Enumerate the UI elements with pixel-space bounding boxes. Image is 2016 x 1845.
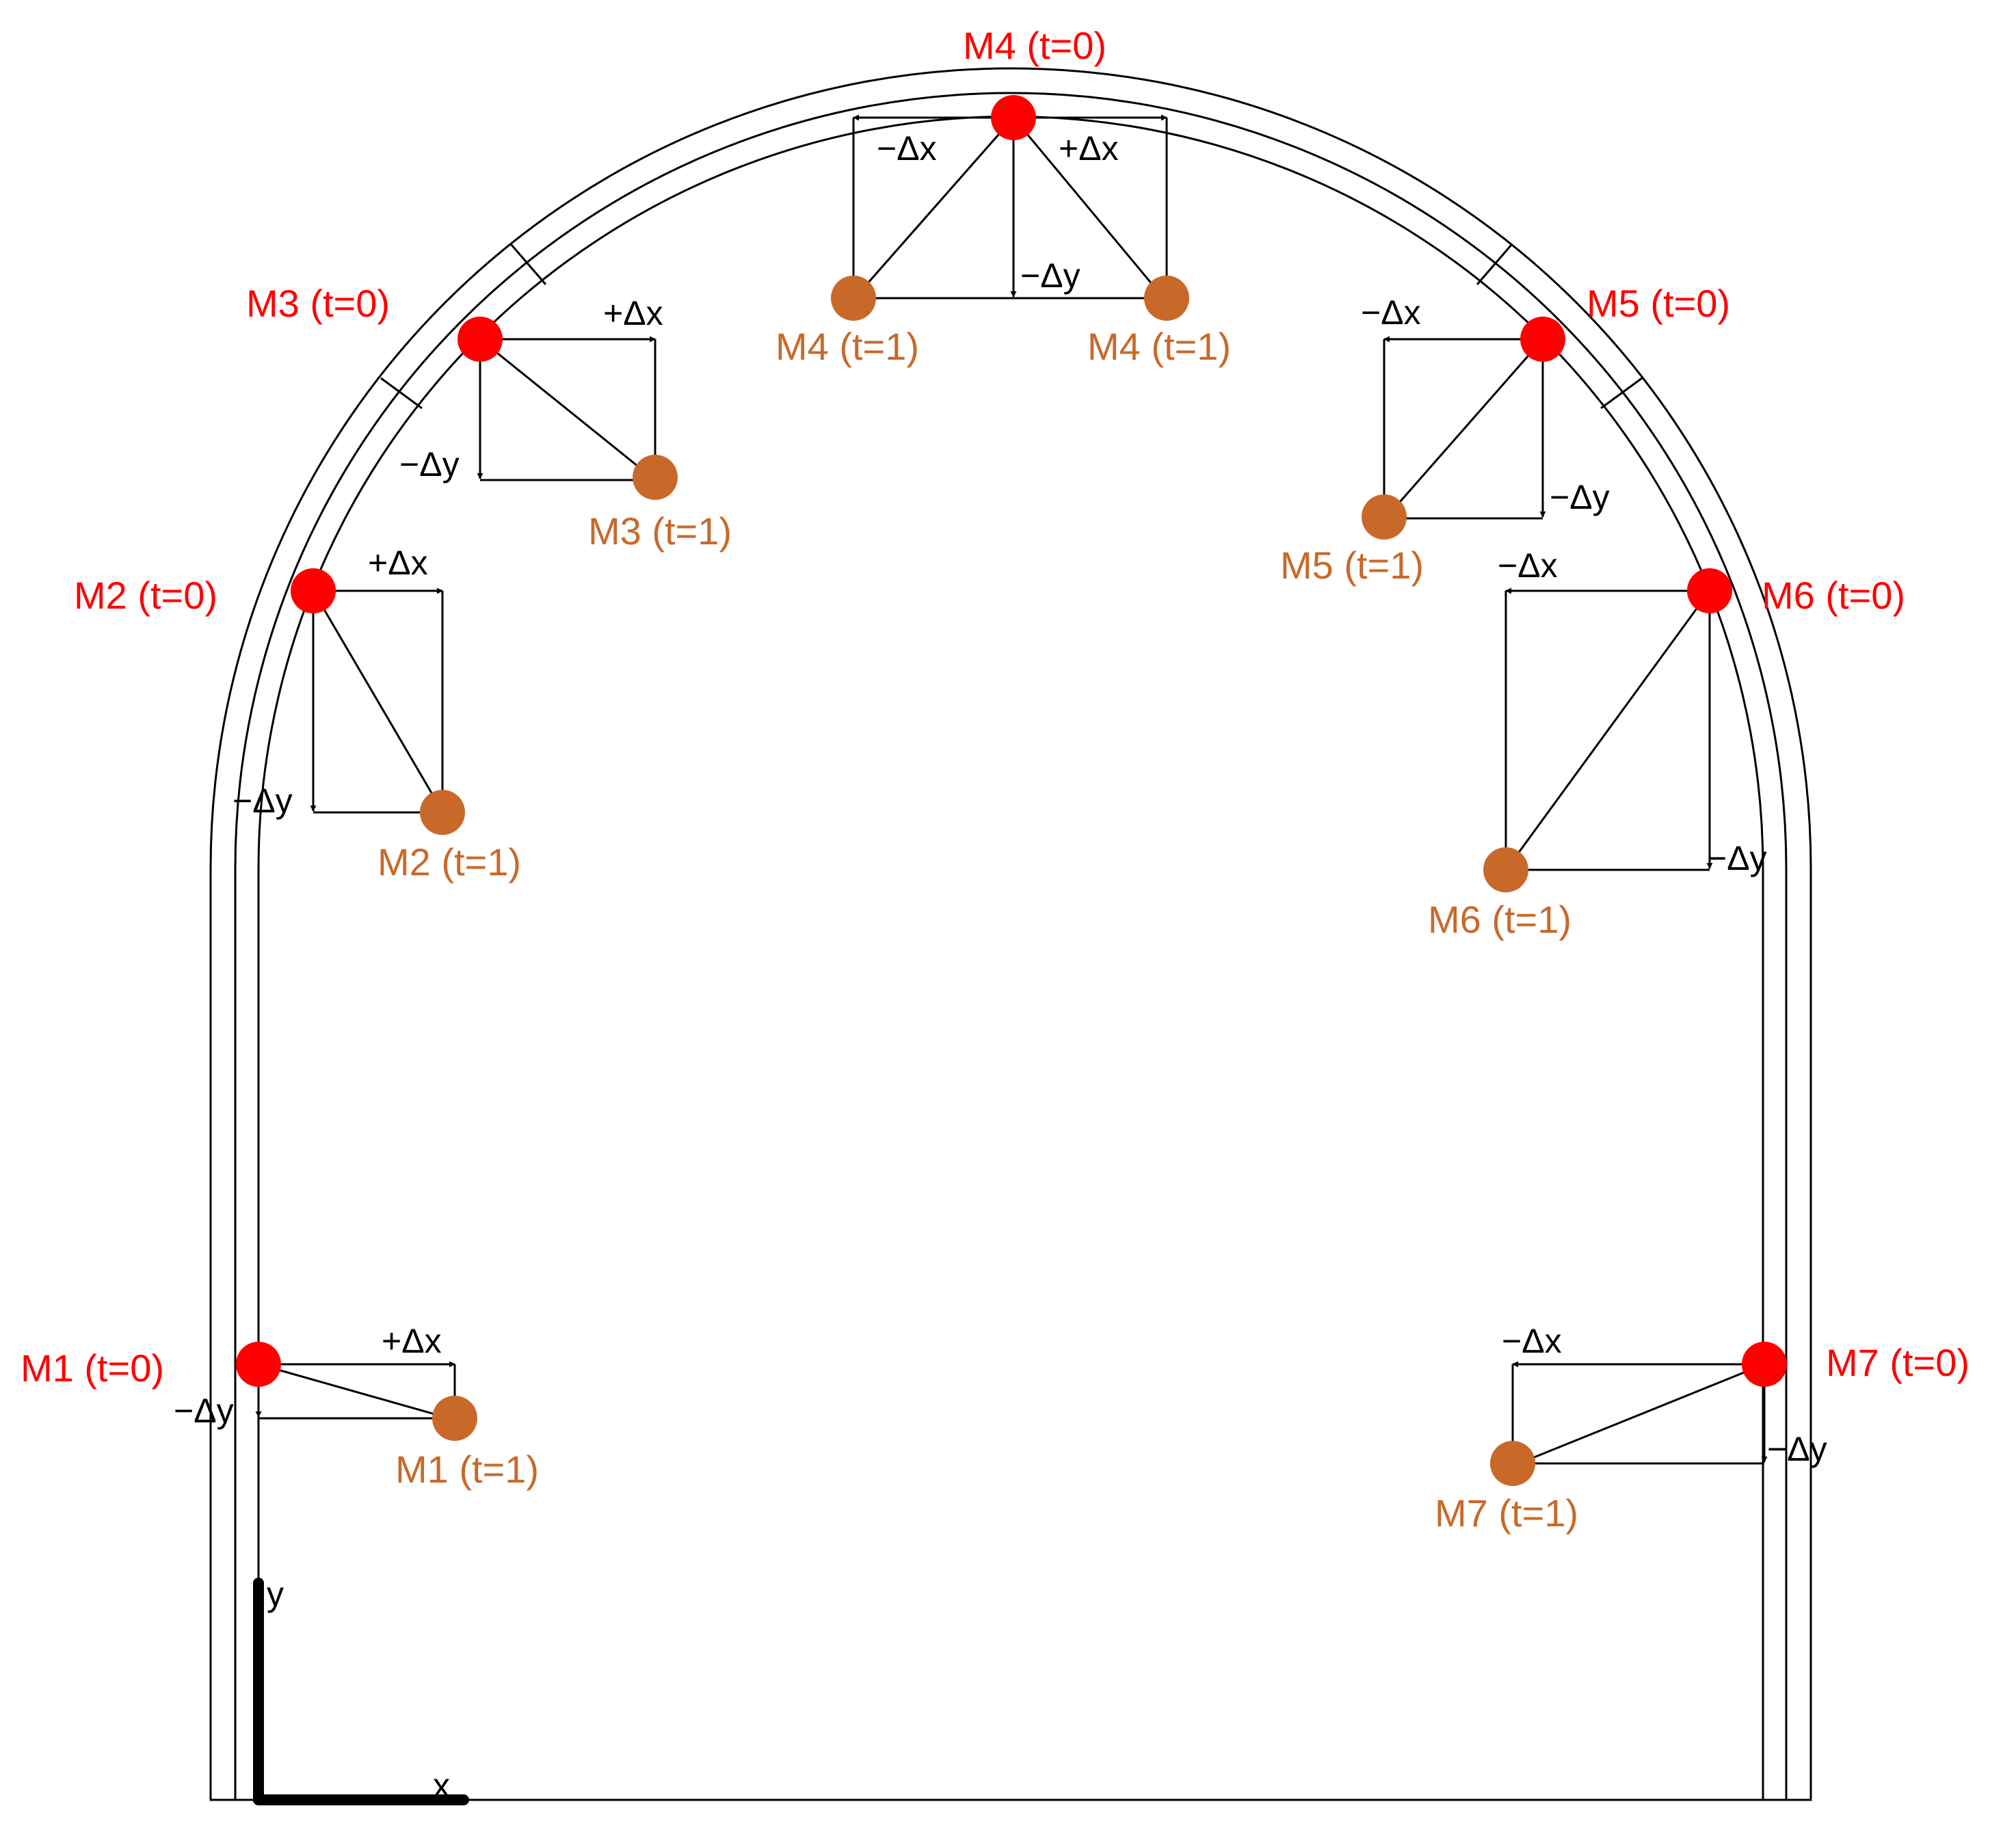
- m6-t1-label: M6 (t=1): [1428, 898, 1571, 941]
- m4-t0-label: M4 (t=0): [963, 24, 1106, 67]
- m1-final-point: [432, 1396, 477, 1441]
- x-axis-label: x: [433, 1766, 450, 1805]
- m1-displacement-arrow: [258, 1363, 440, 1418]
- point-m4: M4 (t=0) M4 (t=1) M4 (t=1) −Δx +Δx −Δy: [775, 24, 1231, 368]
- segment-joint: [1600, 377, 1643, 410]
- m1-dy-label: −Δy: [174, 1392, 234, 1430]
- m1-dx-label: +Δx: [382, 1322, 442, 1360]
- m6-dx-label: −Δx: [1498, 546, 1558, 585]
- m2-t1-label: M2 (t=1): [377, 840, 521, 884]
- m5-initial-point: [1520, 317, 1565, 362]
- m7-t0-label: M7 (t=0): [1826, 1341, 1969, 1384]
- m5-final-point: [1362, 494, 1407, 540]
- m4-t1-label-right: M4 (t=1): [1087, 325, 1231, 368]
- m3-dx-label: +Δx: [603, 294, 663, 332]
- m7-dx-label: −Δx: [1502, 1322, 1562, 1360]
- m6-displacement-arrow: [1513, 590, 1711, 860]
- segment-joint: [1476, 243, 1513, 285]
- coordinate-axes: y x: [253, 1575, 469, 1805]
- m1-t1-label: M1 (t=1): [395, 1448, 539, 1491]
- m7-displacement-arrow: [1528, 1363, 1765, 1461]
- tunnel-outer-line: [209, 67, 1812, 1801]
- m4-final-point-right: [1144, 276, 1189, 321]
- m4-dy-label: −Δy: [1020, 256, 1080, 295]
- m1-initial-point: [236, 1342, 281, 1387]
- m3-initial-point: [457, 317, 503, 362]
- m3-dy-label: −Δy: [399, 445, 460, 483]
- m3-displacement-arrow: [479, 338, 646, 473]
- point-m7: M7 (t=0) M7 (t=1) −Δx −Δy: [1435, 1322, 1969, 1535]
- m6-initial-point: [1687, 568, 1732, 613]
- m4-final-point-left: [831, 276, 876, 321]
- tunnel-inner-line: [257, 115, 1764, 1800]
- m2-dy-label: −Δy: [233, 782, 293, 820]
- m7-dy-label: −Δy: [1767, 1430, 1827, 1468]
- point-m3: M3 (t=0) M3 (t=1) +Δx −Δy: [246, 282, 732, 553]
- m3-t0-label: M3 (t=0): [246, 282, 390, 325]
- m2-initial-point: [291, 568, 336, 613]
- tunnel-middle-line: [234, 92, 1788, 1800]
- m2-final-point: [420, 790, 465, 835]
- m7-t1-label: M7 (t=1): [1435, 1491, 1578, 1535]
- m2-dx-label: +Δx: [368, 544, 428, 582]
- m4-displacement-right-arrow: [1012, 117, 1157, 289]
- m5-dy-label: −Δy: [1550, 478, 1610, 516]
- m1-t0-label: M1 (t=0): [21, 1346, 164, 1390]
- point-m5: M5 (t=0) M5 (t=1) −Δx −Δy: [1280, 282, 1730, 587]
- m5-t0-label: M5 (t=0): [1587, 282, 1730, 325]
- m6-final-point: [1483, 847, 1528, 892]
- m2-t0-label: M2 (t=0): [74, 574, 217, 617]
- m4-dx-left-label: −Δx: [877, 129, 937, 168]
- m3-final-point: [633, 455, 678, 500]
- y-axis-label: y: [267, 1575, 284, 1613]
- m4-initial-point: [991, 95, 1036, 140]
- point-m2: M2 (t=0) M2 (t=1) +Δx −Δy: [74, 544, 521, 884]
- m3-t1-label: M3 (t=1): [588, 509, 732, 553]
- segment-joint: [509, 243, 547, 285]
- m4-dx-right-label: +Δx: [1059, 129, 1119, 168]
- m7-initial-point: [1742, 1342, 1787, 1387]
- m4-t1-label-left: M4 (t=1): [775, 325, 919, 368]
- m5-t1-label: M5 (t=1): [1280, 544, 1424, 587]
- m6-dy-label: −Δy: [1707, 839, 1767, 877]
- segment-joint: [380, 377, 423, 410]
- m6-t0-label: M6 (t=0): [1762, 574, 1905, 617]
- m5-dx-label: −Δx: [1361, 293, 1421, 332]
- m7-final-point: [1490, 1441, 1535, 1486]
- m5-displacement-arrow: [1394, 339, 1544, 508]
- point-m6: M6 (t=0) M6 (t=1) −Δx −Δy: [1428, 546, 1905, 941]
- m2-displacement-arrow: [312, 590, 436, 799]
- point-m1: M1 (t=0) M1 (t=1) +Δx −Δy: [21, 1322, 539, 1491]
- m4-displacement-left-arrow: [862, 117, 1015, 289]
